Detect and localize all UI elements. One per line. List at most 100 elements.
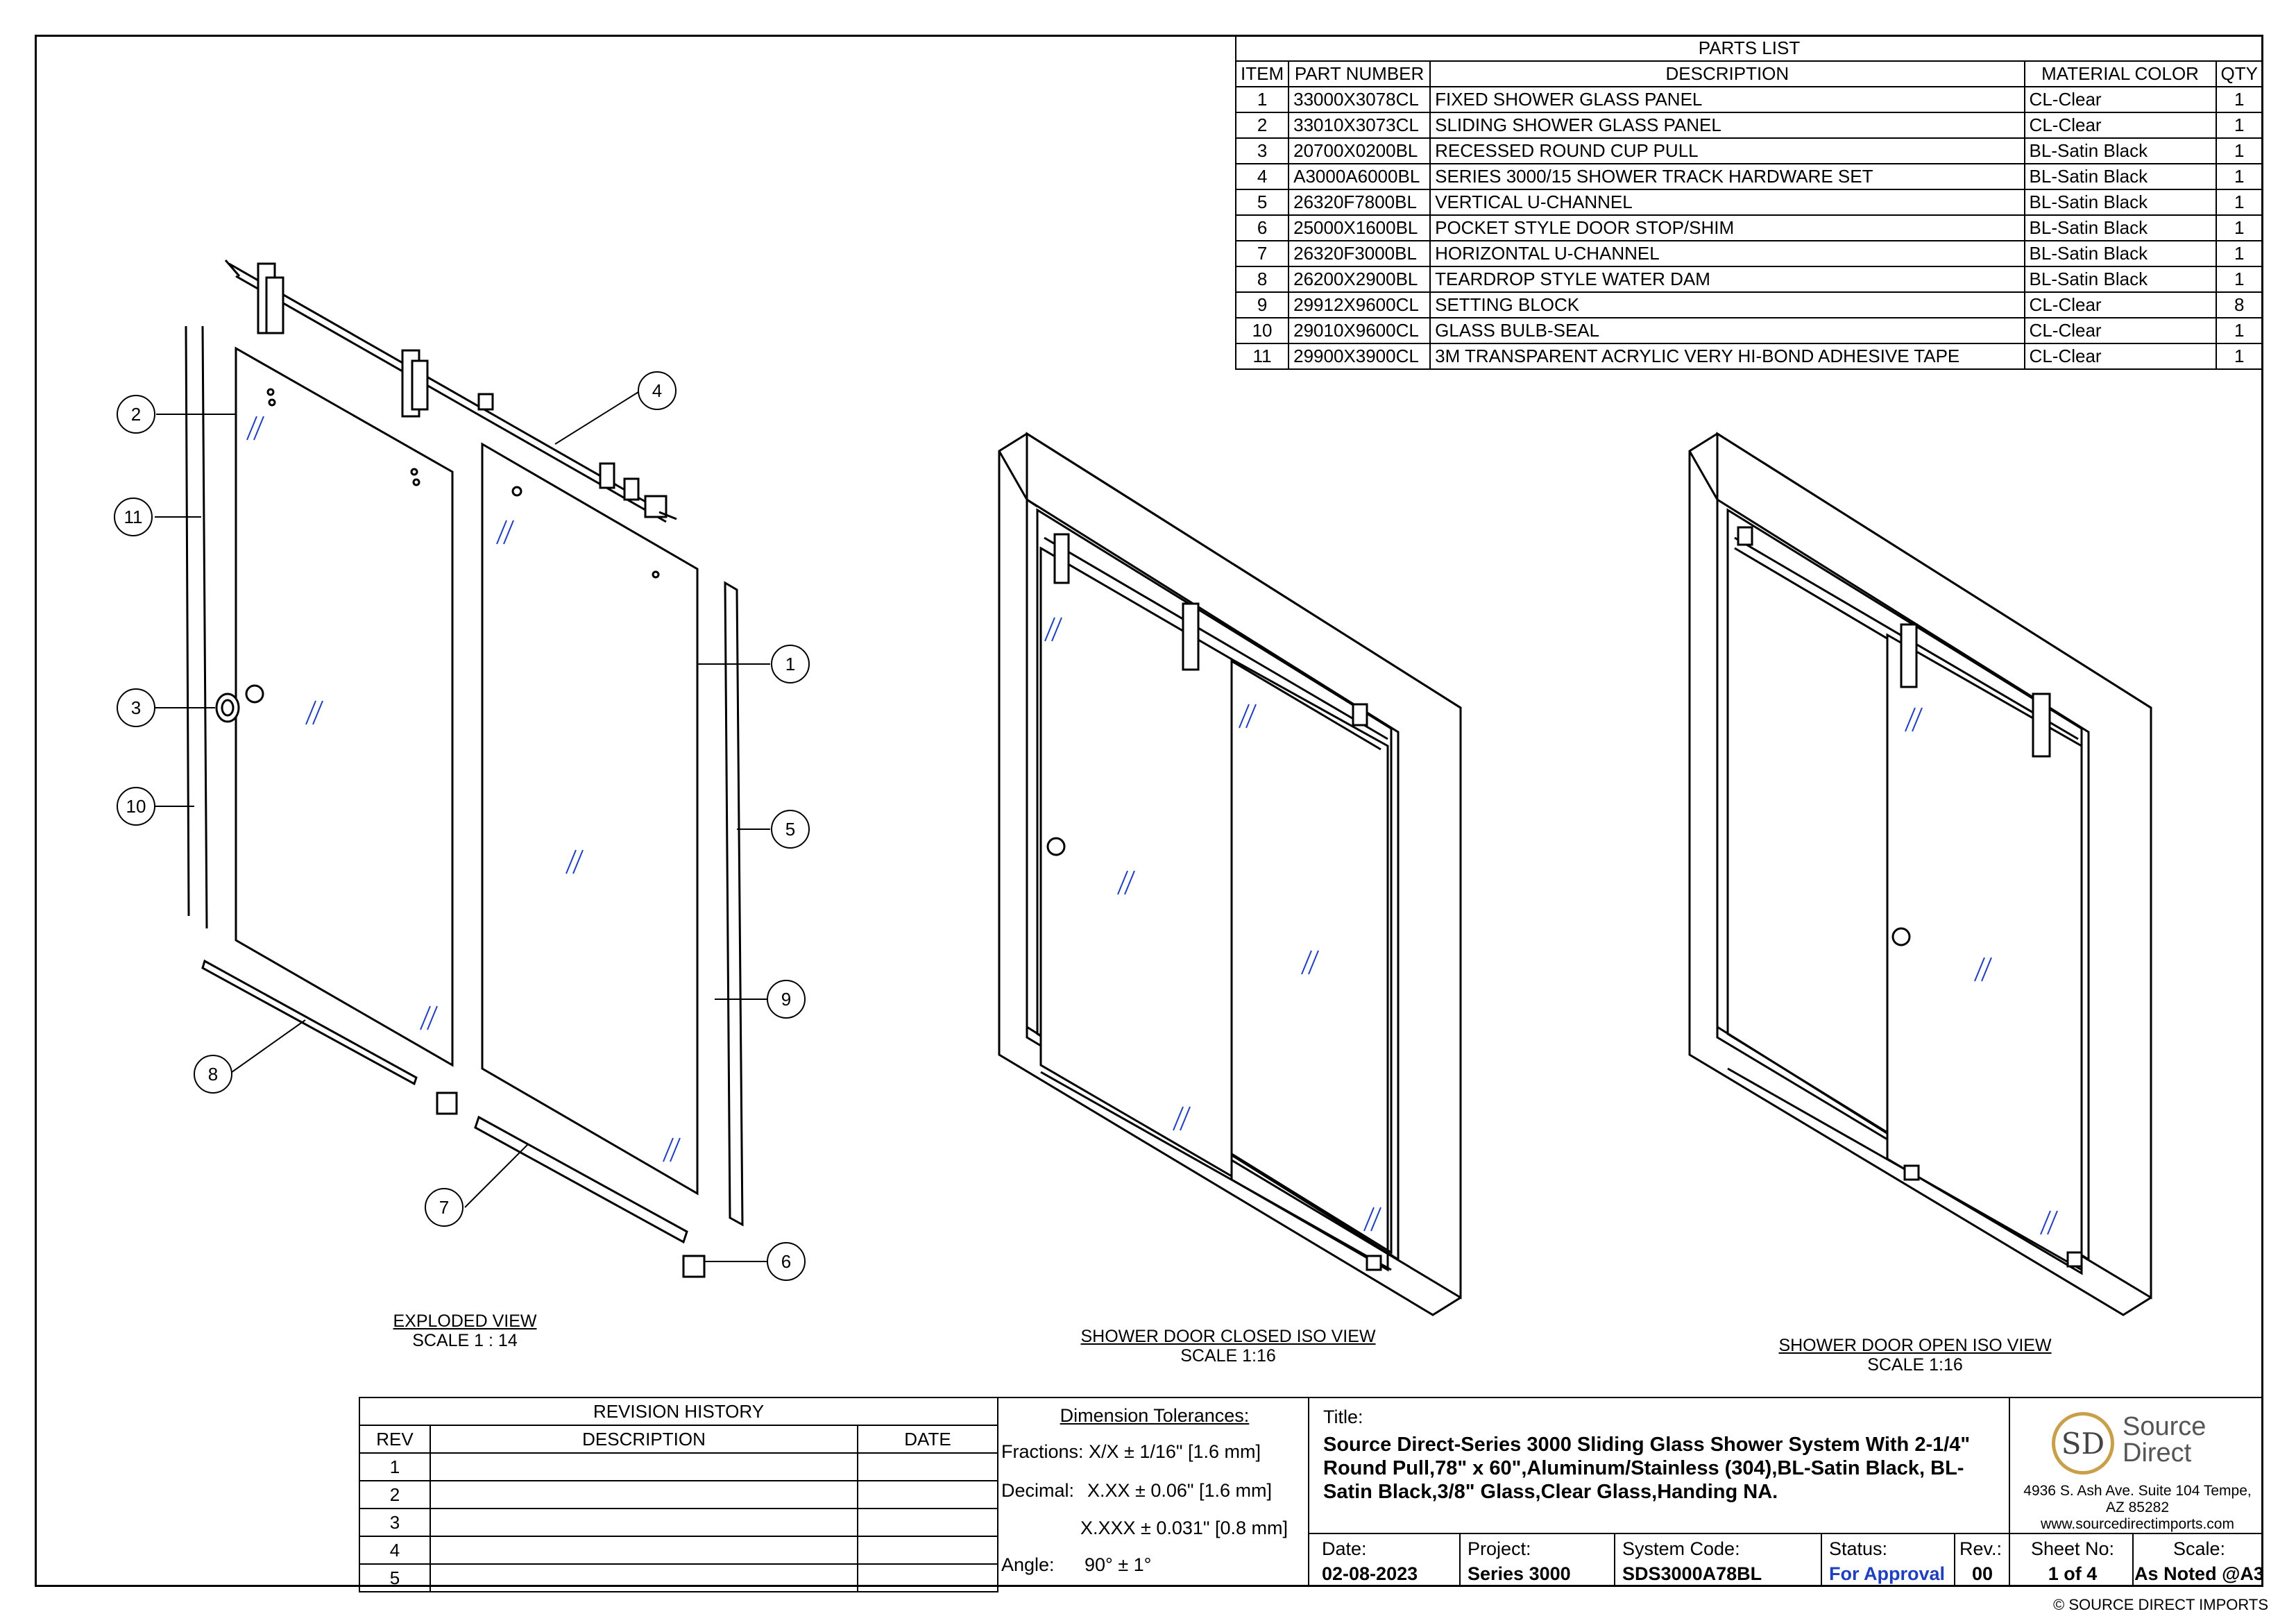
sliding-glass-panel [235, 346, 454, 1067]
company-logo: SD [2052, 1412, 2114, 1475]
glass-hatch-marks [246, 416, 2058, 1235]
date-cell: Date: 02-08-2023 [1308, 1533, 1461, 1587]
balloon-3: 3 [117, 688, 155, 727]
system-code-cell: System Code: SDS3000A78BL [1614, 1533, 1822, 1587]
material-color-cell: BL-Satin Black [2023, 163, 2217, 190]
description-cell: FIXED SHOWER GLASS PANEL [1429, 86, 2025, 113]
rev-description [430, 1480, 858, 1509]
status-label: Status: [1829, 1538, 1888, 1559]
rev-number: 4 [359, 1536, 431, 1565]
door-stop-part [682, 1255, 706, 1278]
tolerances-title: Dimension Tolerances: [1060, 1405, 1250, 1426]
qty-cell: 1 [2215, 240, 2264, 267]
sheet-value: 1 of 4 [2048, 1563, 2098, 1584]
rev-description [430, 1536, 858, 1565]
open-view-caption: SHOWER DOOR OPEN ISO VIEW SCALE 1:16 [1762, 1336, 2068, 1375]
rev-header: REV [359, 1425, 431, 1454]
material-color-cell: CL-Clear [2023, 112, 2217, 139]
decimal-tolerance-1: X.XX ± 0.06" [1.6 mm] [1087, 1480, 1273, 1501]
description-cell: POCKET STYLE DOOR STOP/SHIM [1429, 214, 2025, 241]
balloon-9: 9 [767, 980, 806, 1019]
exploded-view-title: EXPLODED VIEW [393, 1311, 537, 1331]
balloon-7: 7 [425, 1188, 464, 1227]
qty-cell: 1 [2215, 86, 2264, 113]
header-material-color: MATERIAL COLOR [2023, 60, 2217, 87]
part-number-cell: 25000X1600BL [1288, 214, 1431, 241]
scale-label: Scale: [2172, 1538, 2226, 1559]
status-value: For Approval [1829, 1563, 1946, 1584]
balloon-5: 5 [771, 810, 810, 849]
item-cell: 1 [1234, 86, 1290, 113]
open-view-title: SHOWER DOOR OPEN ISO VIEW [1778, 1336, 2052, 1355]
part-number-cell: 26320F3000BL [1288, 240, 1431, 267]
scale-cell: Scale: As Noted @A3 [2132, 1533, 2264, 1587]
description-cell: 3M TRANSPARENT ACRYLIC VERY HI-BOND ADHE… [1429, 343, 2025, 370]
balloon-2: 2 [117, 395, 155, 434]
item-cell: 6 [1234, 214, 1290, 241]
title-block: Title: Source Direct-Series 3000 Sliding… [1308, 1397, 2010, 1534]
part-number-cell: 26320F7800BL [1288, 189, 1431, 216]
decimal-label: Decimal: [1001, 1480, 1075, 1501]
qty-cell: 1 [2215, 317, 2264, 344]
part-number-cell: 29912X9600CL [1288, 291, 1431, 318]
balloon-4: 4 [638, 371, 677, 410]
company-name: Source Direct [2123, 1413, 2206, 1466]
rev-date [857, 1536, 998, 1565]
part-number-cell: 33010X3073CL [1288, 112, 1431, 139]
open-iso-frame [1688, 432, 2152, 1316]
closed-iso-frame [998, 432, 1462, 1316]
qty-cell: 8 [2215, 291, 2264, 318]
material-color-cell: BL-Satin Black [2023, 214, 2217, 241]
part-number-cell: 26200X2900BL [1288, 266, 1431, 293]
description-header: DESCRIPTION [430, 1425, 858, 1454]
vertical-u-channel-part [724, 581, 744, 1227]
angle-label: Angle: [1001, 1554, 1055, 1575]
cup-pull-part [215, 692, 240, 723]
rev-description [430, 1452, 858, 1481]
water-dam-part [201, 959, 418, 1086]
project-cell: Project: Series 3000 [1459, 1533, 1615, 1587]
date-header: DATE [857, 1425, 998, 1454]
revision-row: 1 [359, 1452, 998, 1481]
description-cell: VERTICAL U-CHANNEL [1429, 189, 2025, 216]
balloon-8: 8 [194, 1055, 232, 1094]
rev-number: 5 [359, 1563, 431, 1592]
description-cell: SERIES 3000/15 SHOWER TRACK HARDWARE SET [1429, 163, 2025, 190]
description-cell: RECESSED ROUND CUP PULL [1429, 137, 2025, 164]
header-qty: QTY [2215, 60, 2264, 87]
item-cell: 11 [1234, 343, 1290, 370]
company-name-line1: Source [2123, 1412, 2206, 1441]
status-cell: Status: For Approval [1821, 1533, 1955, 1587]
item-cell: 3 [1234, 137, 1290, 164]
header-part-number: PART NUMBER [1288, 60, 1431, 87]
shim-block [436, 1091, 458, 1115]
title-label: Title: [1323, 1407, 1363, 1427]
closed-view-title: SHOWER DOOR CLOSED ISO VIEW [1080, 1327, 1376, 1346]
item-cell: 5 [1234, 189, 1290, 216]
scale-value: As Noted @A3 [2134, 1563, 2264, 1584]
revision-row: 4 [359, 1536, 998, 1565]
description-cell: HORIZONTAL U-CHANNEL [1429, 240, 2025, 267]
parts-list-table: PARTS LIST ITEM PART NUMBER DESCRIPTION … [1234, 35, 2264, 370]
address-line2: AZ 85282 [2105, 1499, 2170, 1515]
part-number-cell: 29900X3900CL [1288, 343, 1431, 370]
balloon-11: 11 [114, 498, 153, 536]
qty-cell: 1 [2215, 214, 2264, 241]
balloon-6: 6 [767, 1242, 806, 1281]
item-cell: 4 [1234, 163, 1290, 190]
balloon-1: 1 [771, 645, 810, 683]
horizontal-u-channel-part [474, 1115, 688, 1244]
description-cell: TEARDROP STYLE WATER DAM [1429, 266, 2025, 293]
item-cell: 8 [1234, 266, 1290, 293]
sheet-label: Sheet No: [2030, 1538, 2115, 1559]
material-color-cell: BL-Satin Black [2023, 266, 2217, 293]
qty-cell: 1 [2215, 343, 2264, 370]
revision-row: 3 [359, 1508, 998, 1537]
rev-description [430, 1508, 858, 1537]
project-label: Project: [1468, 1538, 1531, 1559]
